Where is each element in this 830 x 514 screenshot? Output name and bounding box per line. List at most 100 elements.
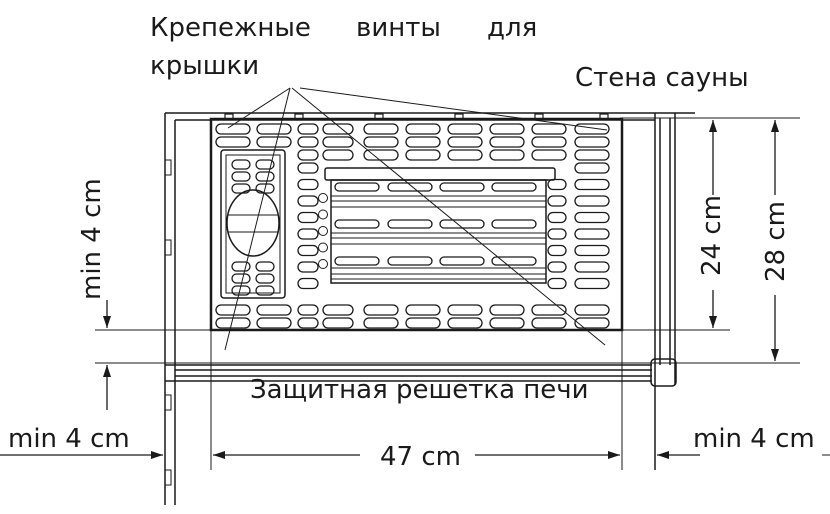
vent-slot <box>297 211 319 224</box>
vent-slot <box>574 261 610 273</box>
vent-slot <box>363 304 399 316</box>
heating-elements <box>324 167 556 284</box>
vent-slot <box>363 123 399 135</box>
vent-slot <box>334 219 380 229</box>
vent-slot <box>405 149 441 161</box>
vent-slot <box>363 317 399 329</box>
vent-slot <box>231 261 251 272</box>
dimension-arrows <box>0 120 830 459</box>
vent-slots <box>215 123 610 329</box>
vent-slot <box>322 317 354 329</box>
control-knob[interactable] <box>226 189 280 257</box>
vent-slot <box>255 261 275 272</box>
vent-slot <box>297 244 319 257</box>
vent-slot <box>491 256 537 266</box>
vent-slot <box>231 171 251 182</box>
vent-slot <box>574 195 610 207</box>
corner-post <box>650 113 677 470</box>
vent-slot <box>447 136 483 148</box>
vent-slot <box>447 317 483 329</box>
vent-hole <box>318 242 328 253</box>
vent-slot <box>574 123 610 135</box>
vent-slot <box>439 256 485 266</box>
cover-screws <box>224 113 609 119</box>
vent-slot <box>574 317 610 329</box>
vent-slot <box>531 149 567 161</box>
vent-slot <box>574 304 610 316</box>
vent-slot <box>547 211 567 224</box>
vent-slot <box>405 123 441 135</box>
vent-slot <box>255 159 275 170</box>
vent-slot <box>405 136 441 148</box>
vent-slot <box>297 304 319 316</box>
vent-slot <box>547 277 567 290</box>
screws-label-word2: винты <box>356 13 441 43</box>
vent-slot <box>322 149 354 161</box>
vent-slot <box>489 317 525 329</box>
vent-slot <box>255 273 275 284</box>
vent-slot <box>574 178 610 191</box>
vent-hole <box>318 259 328 269</box>
vent-slot <box>322 304 354 316</box>
vent-slot <box>491 182 537 192</box>
vent-slot <box>297 162 319 174</box>
vent-slot <box>297 149 319 161</box>
vent-slot <box>489 304 525 316</box>
vent-slot <box>297 178 319 191</box>
vent-slot <box>297 277 319 290</box>
vent-slot <box>447 304 483 316</box>
vent-slot <box>574 211 610 224</box>
vent-slot <box>387 182 433 192</box>
vent-slot <box>547 178 567 191</box>
vent-slot <box>215 304 251 316</box>
vent-slot <box>531 136 567 148</box>
vent-slot <box>574 244 610 257</box>
vent-slot <box>387 256 433 266</box>
guard-rail <box>165 364 652 382</box>
vent-slot <box>297 136 319 148</box>
vent-slot <box>297 317 319 329</box>
vent-slot <box>256 317 292 329</box>
vent-slot <box>547 244 567 257</box>
vent-slot <box>531 123 567 135</box>
sauna-wall <box>164 112 695 505</box>
vent-slot <box>297 261 319 273</box>
vent-slot <box>489 136 525 148</box>
vent-slot <box>574 277 610 290</box>
vent-slot <box>363 136 399 148</box>
vent-slot <box>231 183 251 194</box>
vent-hole <box>318 209 328 220</box>
vent-slot <box>387 219 433 229</box>
vent-slot <box>231 273 251 284</box>
vent-slot <box>489 123 525 135</box>
control-panel[interactable] <box>220 149 286 299</box>
screws-label-word1: Крепежные <box>150 13 311 43</box>
vent-slot <box>363 149 399 161</box>
min-right-label: min 4 cm <box>693 424 815 454</box>
vent-slot <box>574 162 610 174</box>
vent-slot <box>531 317 567 329</box>
vent-slot <box>447 149 483 161</box>
vent-slot <box>447 123 483 135</box>
screw-leader-lines <box>224 87 608 351</box>
vent-slot <box>255 171 275 182</box>
vent-slot <box>255 285 275 296</box>
vent-slot <box>439 182 485 192</box>
vent-slot <box>256 304 292 316</box>
dim-28-label: 28 cm <box>761 201 791 282</box>
vent-slot <box>574 149 610 161</box>
vent-slot <box>547 228 567 240</box>
vent-slot <box>256 136 292 148</box>
vent-slot <box>531 304 567 316</box>
vent-slot <box>322 136 354 148</box>
vent-slot <box>405 304 441 316</box>
vent-slot <box>322 123 354 135</box>
vent-slot <box>334 256 380 266</box>
min-left-label: min 4 cm <box>8 424 130 454</box>
vent-slot <box>231 159 251 170</box>
vent-slot <box>439 219 485 229</box>
vent-slot <box>297 228 319 240</box>
vent-slot <box>489 149 525 161</box>
vent-slot <box>334 182 380 192</box>
